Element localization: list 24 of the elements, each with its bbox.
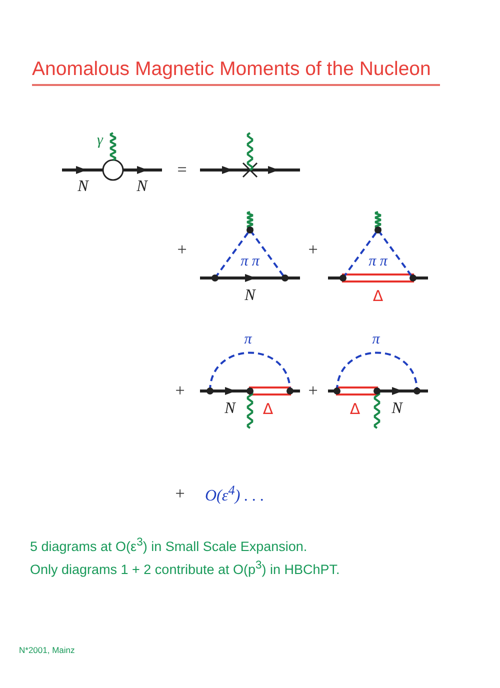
particle-label: π xyxy=(372,332,380,348)
particle-label: Δ xyxy=(350,400,360,418)
particle-label: Δ xyxy=(372,287,384,305)
particle-label: N xyxy=(224,400,236,418)
particle-label: γ xyxy=(97,132,103,150)
particle-label: N xyxy=(392,400,402,418)
particle-label: N xyxy=(78,178,88,196)
operator-sign: + xyxy=(308,240,318,260)
note-text: 5 diagrams at O(ε$^{3}$) in Small Scale Expansion. xyxy=(30,536,308,554)
operator-sign: + xyxy=(177,240,187,260)
note-text: Only diagrams 1 + 2 contribute at O(p$^{3}$) in HBChPT. xyxy=(30,559,340,577)
order-term: O(ε$^{4}$) . . . xyxy=(205,482,264,506)
operator-sign: + xyxy=(175,484,185,504)
particle-label: π π xyxy=(240,254,260,270)
operator-sign: + xyxy=(308,381,318,401)
particle-label: N xyxy=(136,178,148,196)
particle-label: π xyxy=(244,332,252,348)
particle-label: Δ xyxy=(262,400,274,418)
operator-sign: = xyxy=(177,160,187,180)
particle-label: N xyxy=(244,287,256,305)
particle-label: π π xyxy=(368,254,388,270)
operator-sign: + xyxy=(175,381,185,401)
footer-text: N*2001, Mainz xyxy=(19,645,75,655)
slide-title: Anomalous Magnetic Moments of the Nucleon xyxy=(32,60,440,86)
